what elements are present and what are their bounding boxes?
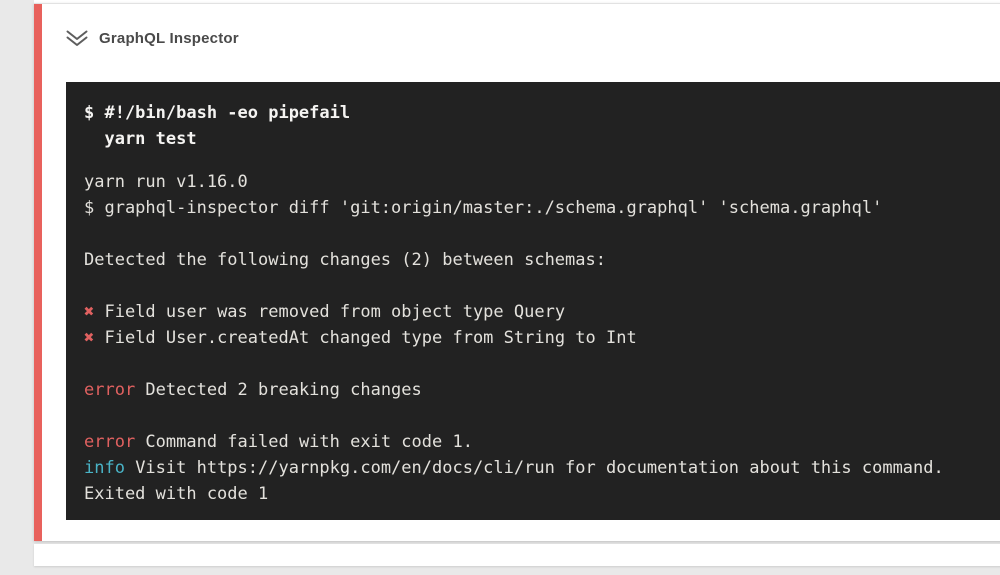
next-step-card bbox=[34, 544, 1000, 566]
terminal-text-segment: $ graphql-inspector diff 'git:origin/mas… bbox=[84, 198, 883, 218]
terminal-text-segment: ✖ bbox=[84, 328, 105, 348]
terminal-text-segment: error bbox=[84, 432, 146, 452]
step-title: GraphQL Inspector bbox=[99, 29, 239, 47]
terminal-line: Exited with code 1 bbox=[84, 481, 1000, 507]
terminal-line: error Command failed with exit code 1. bbox=[84, 429, 1000, 455]
terminal-line: ✖ Field user was removed from object typ… bbox=[84, 299, 1000, 325]
failed-step-stripe bbox=[34, 4, 42, 541]
terminal-text-segment: Field user was removed from object type … bbox=[104, 302, 566, 322]
terminal-text-segment: Exited with code 1 bbox=[84, 484, 269, 504]
terminal-text-segment: error bbox=[84, 380, 146, 400]
terminal-text-segment: info bbox=[84, 458, 136, 478]
terminal-line: $ #!/bin/bash -eo pipefail bbox=[84, 100, 1000, 126]
terminal-line: yarn test bbox=[84, 126, 1000, 152]
terminal-text-segment: Command failed with exit code 1. bbox=[145, 432, 473, 452]
terminal-blank-line bbox=[84, 351, 1000, 377]
terminal-text-segment: Detected 2 breaking changes bbox=[145, 380, 422, 400]
terminal-output: $ #!/bin/bash -eo pipefail yarn test yarn… bbox=[66, 82, 1000, 520]
terminal-blank-line bbox=[84, 273, 1000, 299]
terminal-text-segment: yarn run v1.16.0 bbox=[84, 172, 248, 192]
previous-card-edge bbox=[34, 0, 1000, 3]
step-header[interactable]: GraphQL Inspector bbox=[63, 22, 239, 54]
terminal-text-segment: yarn test bbox=[84, 129, 197, 149]
terminal-line: $ graphql-inspector diff 'git:origin/mas… bbox=[84, 195, 1000, 221]
terminal-blank-line bbox=[84, 152, 1000, 169]
terminal-text-segment: ✖ bbox=[84, 302, 105, 322]
terminal-blank-line bbox=[84, 403, 1000, 429]
terminal-text-segment: Visit https://yarnpkg.com/en/docs/cli/ru… bbox=[135, 458, 944, 478]
terminal-line: Detected the following changes (2) betwe… bbox=[84, 247, 1000, 273]
terminal-line: ✖ Field User.createdAt changed type from… bbox=[84, 325, 1000, 351]
build-step-card: GraphQL Inspector $ #!/bin/bash -eo pipe… bbox=[34, 3, 1000, 541]
terminal-text-segment: Field User.createdAt changed type from S… bbox=[104, 328, 637, 348]
terminal-line: info Visit https://yarnpkg.com/en/docs/c… bbox=[84, 455, 1000, 481]
terminal-blank-line bbox=[84, 221, 1000, 247]
double-chevron-down-icon[interactable] bbox=[63, 26, 91, 50]
terminal-line: error Detected 2 breaking changes bbox=[84, 377, 1000, 403]
terminal-line: yarn run v1.16.0 bbox=[84, 169, 1000, 195]
terminal-text-segment: $ #!/bin/bash -eo pipefail bbox=[84, 103, 351, 123]
terminal-text-segment: Detected the following changes (2) betwe… bbox=[84, 250, 606, 270]
